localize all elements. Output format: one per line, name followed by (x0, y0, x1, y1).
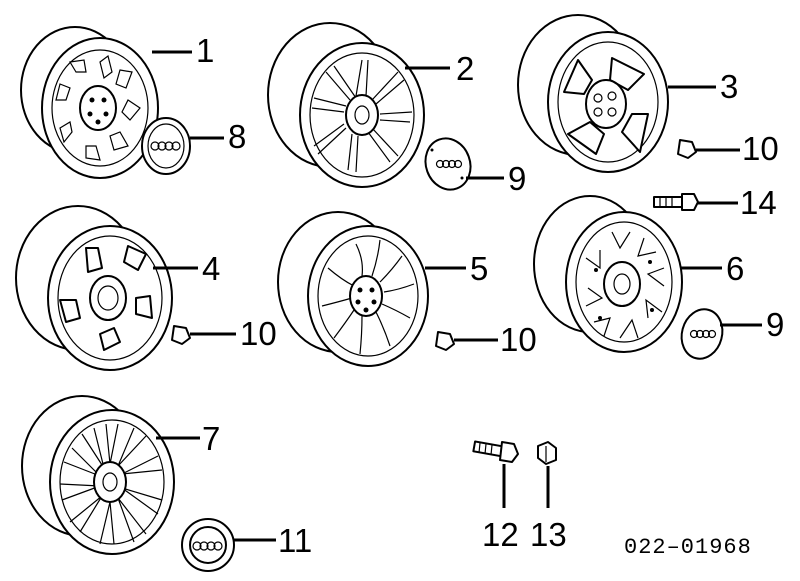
callout-3: 3 (720, 68, 738, 105)
callout-9-top: 9 (508, 160, 526, 197)
diagram-code: 022–01968 (624, 535, 752, 560)
nut-10-middle (435, 331, 455, 351)
wheel-1 (20, 26, 159, 179)
wheel-5 (277, 211, 429, 367)
nut-10-left (171, 325, 191, 345)
nut-13 (537, 441, 557, 465)
center-cap-8 (141, 117, 191, 175)
bolt-12 (472, 440, 519, 463)
callout-7: 7 (202, 420, 220, 457)
bolt-14 (653, 193, 699, 211)
callout-4: 4 (202, 250, 220, 287)
callout-14: 14 (740, 184, 777, 221)
callout-13: 13 (530, 516, 567, 553)
callout-12: 12 (482, 516, 519, 553)
callout-1: 1 (196, 32, 214, 69)
callout-10-left: 10 (240, 315, 277, 352)
wheel-6 (533, 195, 683, 353)
wheel-3 (517, 14, 669, 173)
center-cap-9-right (680, 308, 724, 360)
callout-8: 8 (228, 118, 246, 155)
center-cap-9-top (424, 137, 472, 191)
center-cap-11 (181, 518, 235, 572)
wheel-2 (267, 22, 425, 188)
callout-9-right: 9 (766, 306, 784, 343)
callout-11: 11 (278, 522, 312, 559)
callout-5: 5 (470, 250, 488, 287)
callout-10-right: 10 (742, 130, 779, 167)
wheel-7 (21, 395, 175, 555)
callout-10-middle: 10 (500, 321, 537, 358)
callout-2: 2 (456, 50, 474, 87)
wheel-4 (15, 205, 173, 371)
callout-6: 6 (726, 250, 744, 287)
nut-10-right (677, 139, 697, 159)
